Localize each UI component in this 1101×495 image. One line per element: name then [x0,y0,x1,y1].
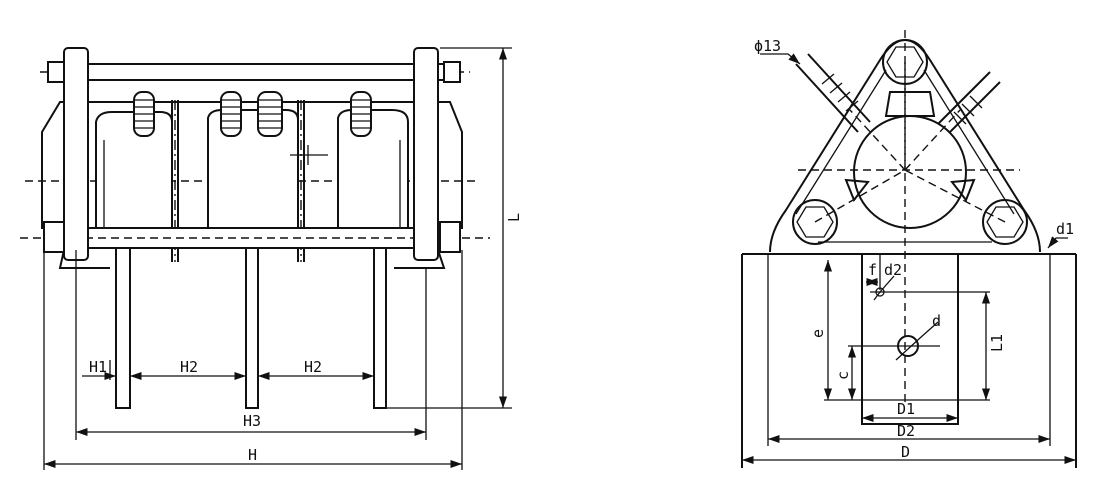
front-view: H1 H2 H2 H3 H L [20,47,523,470]
h3-label: H3 [243,412,261,430]
d1-upper-label: D1 [897,400,915,418]
d2-upper-label: D2 [897,422,915,440]
d-label: d [932,312,941,330]
h-label: H [248,446,257,464]
springs [133,91,372,137]
phi13-label: ϕ13 [754,37,781,55]
h2-left-label: H2 [180,358,198,376]
bolts [792,39,1028,245]
d-upper-label: D [901,443,910,461]
l1-label: L1 [988,334,1006,352]
top-tie-rod [47,61,461,83]
d2-label: d2 [884,261,902,279]
h2-right-label: H2 [304,358,322,376]
d2-leader [873,275,895,301]
h1-label: H1 [89,358,107,376]
d1-label: d1 [1056,220,1074,238]
phi13-leader [760,53,801,65]
outer-housing [41,101,463,229]
base-block [741,253,1077,468]
legs [115,247,387,409]
l-label: L [505,213,523,222]
e-label: e [809,329,827,338]
c-label: c [834,371,852,380]
side-plates [43,47,461,269]
mount-plate [861,253,959,425]
d1-leader [1047,236,1068,249]
cylinder-bodies [95,109,409,229]
diagonal-springs [795,53,1001,137]
f-label: f [868,261,877,279]
side-view: ϕ13 d1 f d2 d e c L1 D1 D2 D [741,30,1077,468]
d-leader [895,321,939,361]
